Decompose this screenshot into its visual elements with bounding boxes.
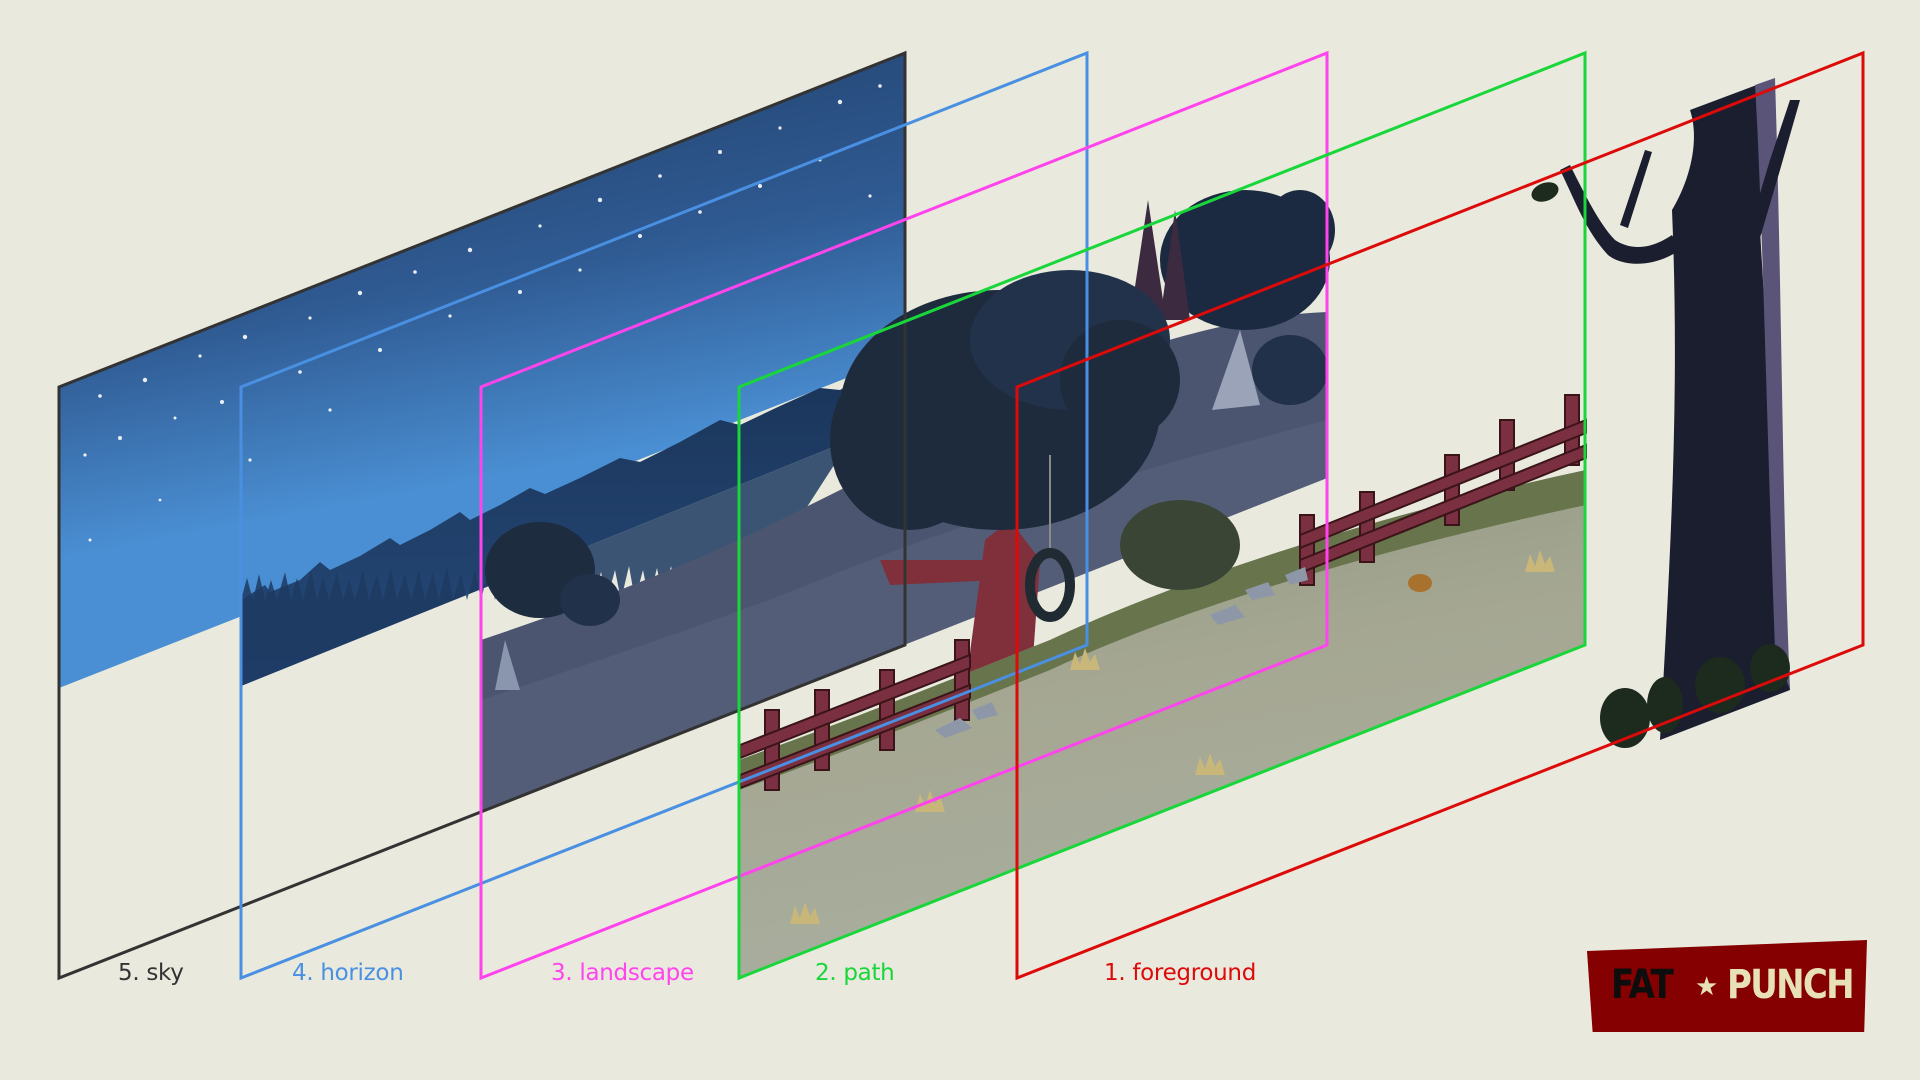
label-foreground: 1. foreground bbox=[1104, 960, 1257, 986]
layer-frames bbox=[57, 50, 1865, 981]
frame-horizon bbox=[239, 50, 1089, 981]
rocks-icon bbox=[935, 567, 1308, 738]
landscape-big-tree-icon bbox=[830, 270, 1180, 700]
fence-icon bbox=[739, 394, 1587, 791]
fat-punch-logo: FAT ★ PUNCH bbox=[1587, 940, 1867, 1032]
label-sky: 5. sky bbox=[118, 960, 184, 986]
frame-landscape bbox=[479, 50, 1329, 981]
logo-word-punch: PUNCH bbox=[1727, 962, 1855, 1008]
path-artwork bbox=[739, 394, 1587, 978]
frame-path bbox=[737, 50, 1587, 981]
bush-icon bbox=[1120, 500, 1240, 590]
frame-sky bbox=[57, 50, 907, 981]
label-landscape: 3. landscape bbox=[551, 960, 694, 986]
sky-artwork bbox=[59, 53, 905, 688]
star-icon: ★ bbox=[1695, 972, 1719, 1002]
tire-swing-icon bbox=[1025, 455, 1075, 622]
leaf-icon bbox=[1531, 182, 1790, 748]
logo-word-fat: FAT bbox=[1611, 962, 1674, 1008]
logo-plate bbox=[1587, 940, 1867, 1032]
frame-foreground bbox=[1015, 50, 1865, 981]
label-path: 2. path bbox=[815, 960, 895, 986]
landscape-tree-icon bbox=[485, 522, 620, 690]
stars-icon bbox=[83, 84, 882, 542]
label-horizon: 4. horizon bbox=[292, 960, 404, 986]
rock-pile-icon bbox=[1408, 574, 1432, 592]
